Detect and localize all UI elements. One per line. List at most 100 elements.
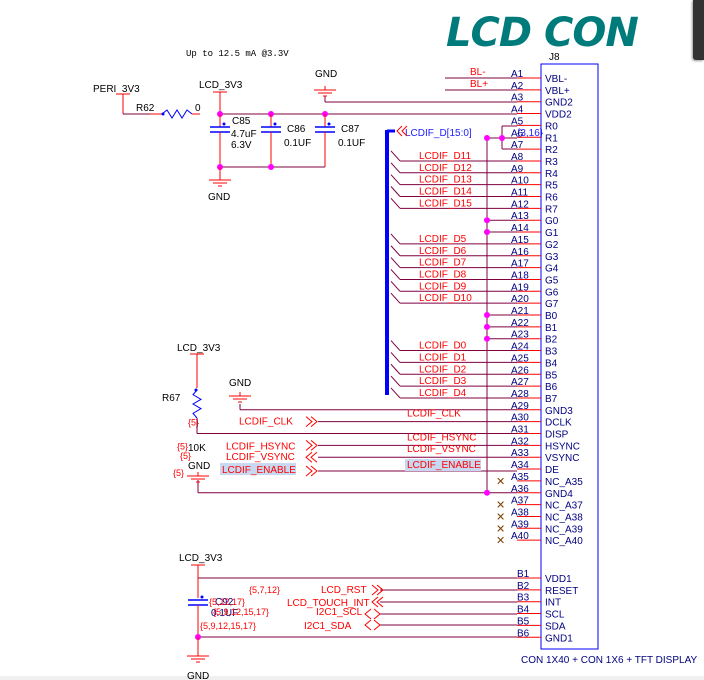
pin-name: VBL- <box>545 74 567 85</box>
port-ref: {5,9,12,15,17} <box>213 607 269 617</box>
net-label: LCDIF_D3 <box>419 376 467 387</box>
pin-name: G5 <box>545 275 559 286</box>
pin-name: NC_A35 <box>545 477 583 488</box>
pin-number: B5 <box>517 616 530 627</box>
bidir-port-symbol <box>364 619 381 631</box>
net-label: LCDIF_D11 <box>419 151 471 162</box>
pin-name: G6 <box>545 287 559 298</box>
pin-name: VSYNC <box>545 453 579 464</box>
bus-entry <box>390 245 401 257</box>
c85-voltage: 6.3V <box>231 140 252 151</box>
net-label: LCDIF_HSYNC <box>407 432 476 443</box>
gnd-label-top: GND <box>315 69 337 80</box>
bus-entry <box>390 387 401 399</box>
pin-name: G7 <box>545 299 559 310</box>
net-label: LCDIF_CLK <box>407 409 461 420</box>
net-label: LCDIF_D9 <box>419 281 467 292</box>
net-label: LCDIF_D7 <box>419 258 467 269</box>
net-label: LCDIF_D4 <box>419 388 467 399</box>
pin-name: GND1 <box>545 633 573 644</box>
pin-name: NC_A39 <box>545 524 583 535</box>
pin-name: NC_A37 <box>545 501 583 512</box>
pin-number: A5 <box>511 116 524 127</box>
pin-number: A26 <box>511 365 529 376</box>
port-ref: {5} <box>173 468 184 478</box>
pin-name: SCL <box>545 610 565 621</box>
c87-ref: C87 <box>341 124 360 135</box>
pin-number: A40 <box>511 531 529 542</box>
selection-highlight <box>405 459 481 472</box>
pin-number: A25 <box>511 353 529 364</box>
net-label: LCDIF_D6 <box>419 246 467 257</box>
resistor-symbol <box>192 389 202 419</box>
pin-number: A16 <box>511 247 529 258</box>
bus-entry <box>390 292 401 304</box>
net-label: LCDIF_D13 <box>419 175 472 186</box>
pin-name: DCLK <box>545 418 572 429</box>
pin-number: A39 <box>511 519 529 530</box>
bus-entry <box>390 352 401 363</box>
pin-name: R7 <box>545 204 558 215</box>
no-connect-icon: ✕ <box>496 511 505 523</box>
pin-number: B2 <box>517 581 530 592</box>
pin-name: GND3 <box>545 406 573 417</box>
bus-entry <box>390 174 401 185</box>
port-label: LCDIF_CLK <box>239 417 293 428</box>
pin-name: B1 <box>545 323 558 334</box>
port-label: LCDIF_VSYNC <box>226 452 295 463</box>
bus-entry <box>390 280 401 292</box>
bus-entry <box>390 269 401 280</box>
pin-number: A34 <box>511 460 529 471</box>
junction-dot <box>484 135 490 141</box>
bus-entry <box>390 186 401 197</box>
port-ref: {5} <box>180 451 191 461</box>
port-ref: {5,12,17} <box>209 597 245 607</box>
pin-name: R3 <box>545 157 558 168</box>
no-connect-icon: ✕ <box>496 476 505 488</box>
pin-number: A22 <box>511 318 529 329</box>
pin-name: NC_A40 <box>545 536 583 547</box>
gnd-label-touch: GND <box>187 671 209 680</box>
page-title: LCD CON <box>446 10 639 56</box>
pin-name: GND4 <box>545 489 573 500</box>
pin-number: A14 <box>511 223 529 234</box>
net-label: LCDIF_D8 <box>419 269 467 280</box>
pin-name: B0 <box>545 311 558 322</box>
status-strip <box>0 676 704 680</box>
pin-name: R2 <box>545 145 558 156</box>
bus-entry <box>390 233 401 245</box>
scrollbar[interactable] <box>693 0 704 60</box>
pin-number: A35 <box>511 472 529 483</box>
pin-number: A3 <box>511 93 524 104</box>
selection-highlight <box>220 463 296 476</box>
net-label: LCDIF_D1 <box>419 352 467 363</box>
pin-name: B5 <box>545 370 558 381</box>
pin-number: A27 <box>511 377 529 388</box>
port-label: I2C1_SCL <box>316 607 363 618</box>
capacitor-pin-dot <box>327 122 331 126</box>
bus-entry <box>390 198 401 209</box>
pin-name: B7 <box>545 394 558 405</box>
junction-dot <box>484 312 490 318</box>
net-label: LCDIF_D2 <box>419 364 467 375</box>
port-lcdif_clk <box>305 416 318 428</box>
pin-number: A11 <box>511 188 528 199</box>
net-label: LCDIF_D0 <box>419 341 467 352</box>
pin-number: A37 <box>511 496 529 507</box>
junction-dot <box>268 164 274 170</box>
r62-value: 0 <box>195 103 201 114</box>
pin-number: B4 <box>517 605 530 616</box>
lcd-3v3-label-bottom: LCD_3V3 <box>179 553 223 564</box>
pin-number: A13 <box>511 211 529 222</box>
bus-entry <box>390 150 401 162</box>
lcd-3v3-label-mid: LCD_3V3 <box>177 343 221 354</box>
c92-value: 0.1UF <box>211 608 238 619</box>
pin-name: G4 <box>545 264 559 275</box>
pin-number: A4 <box>511 105 524 116</box>
pin-name: VDD1 <box>545 574 572 585</box>
junction-dot <box>484 323 490 330</box>
port-lcdif_enable <box>305 465 318 477</box>
net-label: LCDIF_D12 <box>419 163 472 174</box>
pin-name: B2 <box>545 335 558 346</box>
c87-value: 0.1UF <box>338 138 365 149</box>
